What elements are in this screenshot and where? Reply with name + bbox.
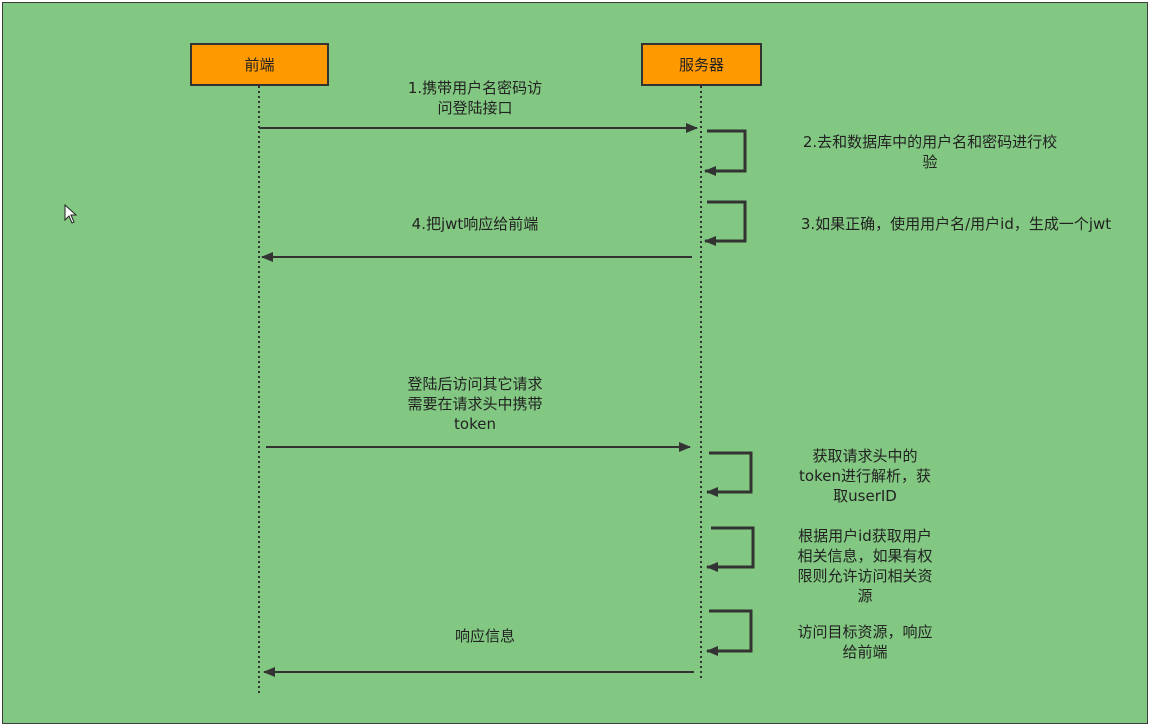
arrow-self-parse-token <box>706 451 753 497</box>
message-label-8: 访问目标资源，响应 给前端 <box>797 623 933 661</box>
message-label-5: 登陆后访问其它请求 需要在请求头中携带 token <box>407 375 543 433</box>
arrow-self-access-resource <box>706 609 753 656</box>
message-label-1: 1.携带用户名密码访 问登陆接口 <box>407 79 543 117</box>
mouse-cursor-icon <box>64 204 78 224</box>
message-label-6: 获取请求头中的 token进行解析，获 取userID <box>799 447 931 505</box>
actor-frontend: 前端 <box>190 43 329 86</box>
arrow-self-generate-jwt <box>704 200 747 246</box>
actor-server: 服务器 <box>641 43 762 86</box>
message-label-4: 4.把jwt响应给前端 <box>411 215 539 233</box>
arrow-self-get-user <box>706 526 755 572</box>
arrow-self-validate <box>704 129 747 176</box>
message-label-7: 根据用户id获取用户 相关信息，如果有权 限则允许访问相关资 源 <box>797 527 933 605</box>
message-label-2: 2.去和数据库中的用户名和密码进行校 验 <box>802 133 1058 171</box>
message-label-3: 3.如果正确，使用用户名/用户id，生成一个jwt <box>800 215 1112 233</box>
message-label-9: 响应信息 <box>454 627 515 645</box>
